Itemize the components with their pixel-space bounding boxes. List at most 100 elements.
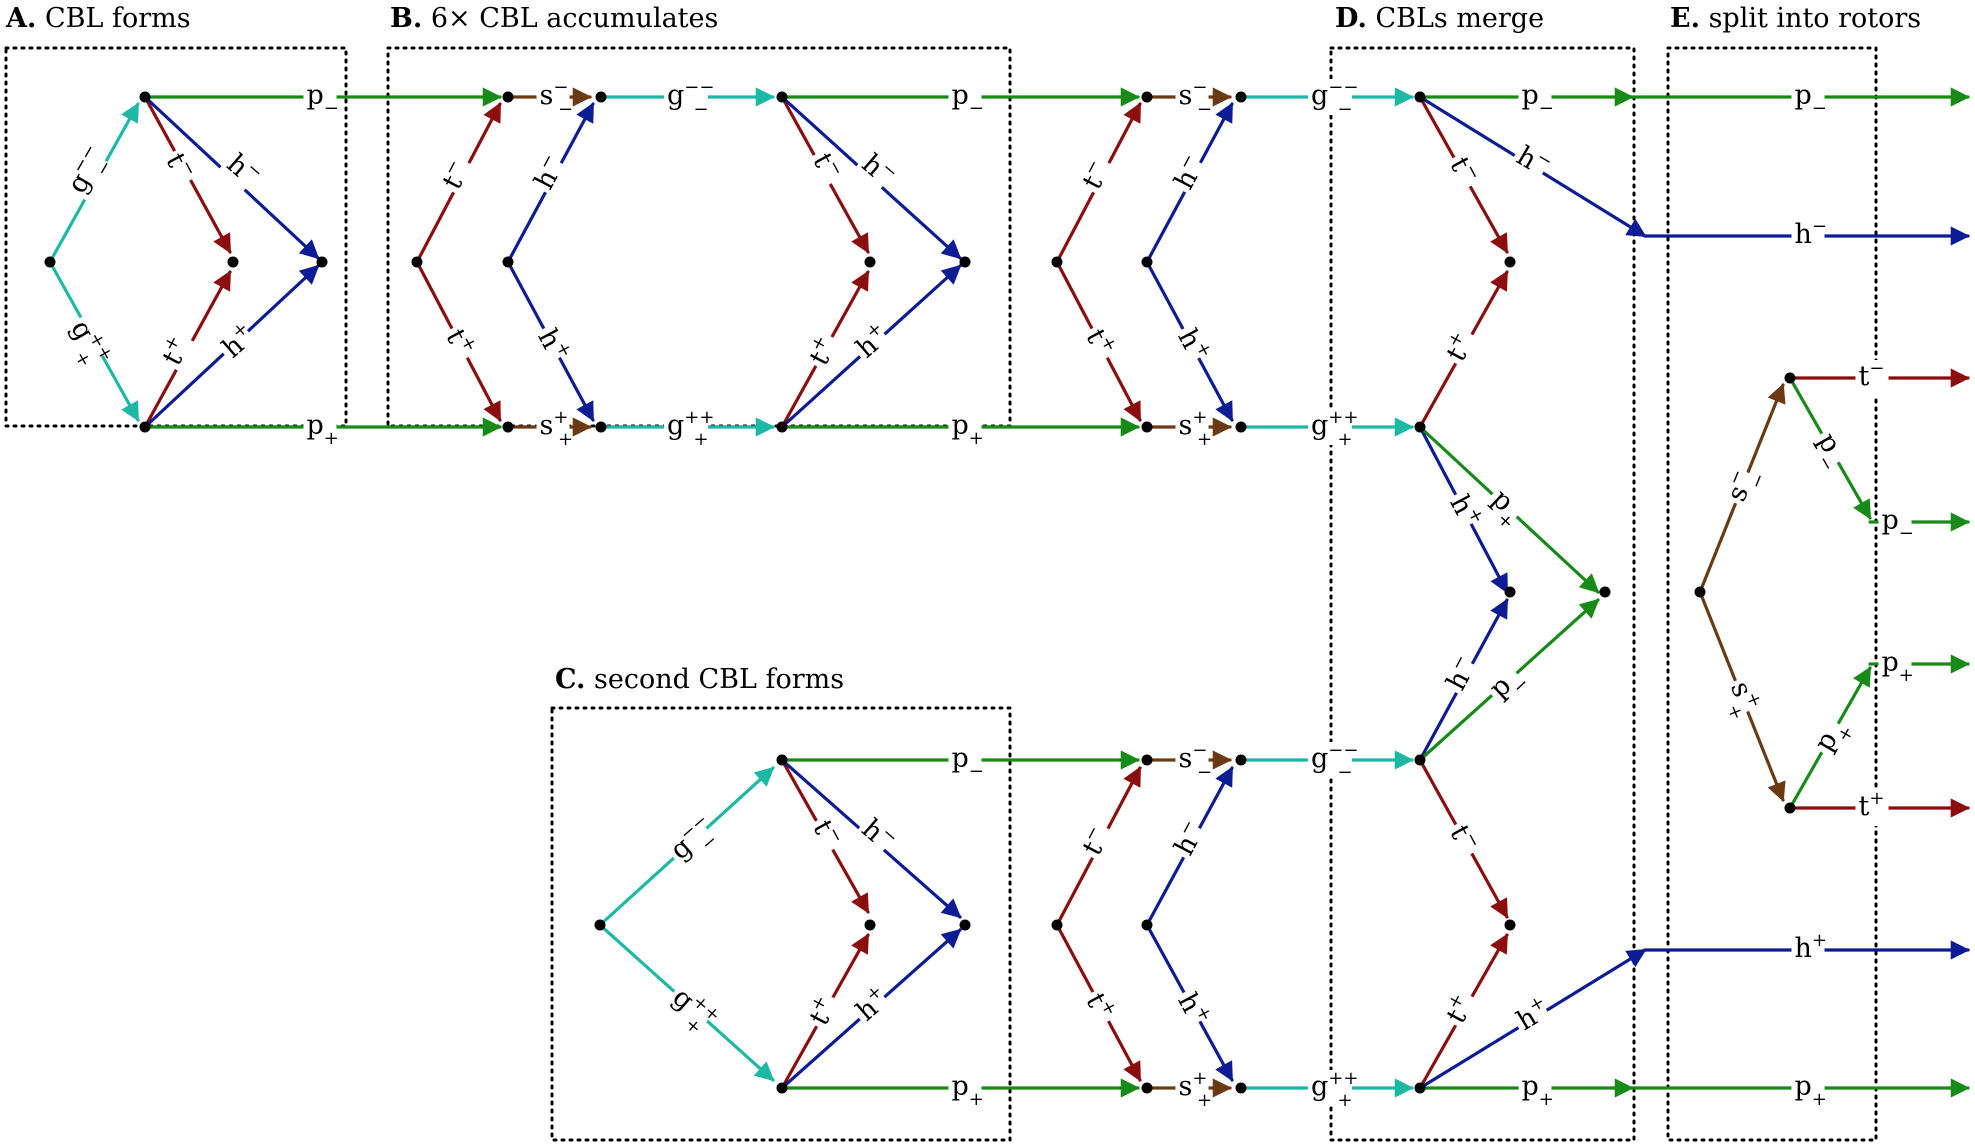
node — [776, 1082, 788, 1094]
label-e-t-plus: t+ — [1855, 788, 1889, 826]
label-c2-s-plus-text: s++ — [1179, 1068, 1213, 1111]
label-e-p-plus-out-text: p+ — [1882, 647, 1914, 686]
node — [1504, 256, 1516, 268]
label-d-t-plus: t+ — [1438, 324, 1486, 372]
node — [1141, 754, 1153, 766]
label-d-p-plus-2: p+ — [1518, 1070, 1554, 1110]
label-b-s-plus: s++ — [536, 407, 574, 450]
label-b2-t-plus: t+ — [801, 328, 849, 376]
node — [1694, 586, 1706, 598]
label-e-h-plus-text: h+ — [1795, 930, 1827, 964]
label-a-p-plus-text: p+ — [307, 410, 339, 449]
label-c-h-plus: h+ — [847, 980, 897, 1033]
node — [1784, 372, 1796, 384]
node — [1784, 802, 1796, 814]
node — [595, 421, 607, 433]
label-d-p-minus-text: p− — [1522, 80, 1554, 119]
label-d-h-plus: h+ — [1438, 486, 1489, 534]
panel-e-box — [1666, 46, 1878, 1142]
label-b-h-plus-text: h+ — [531, 323, 576, 368]
label-b-g-plus: g+++ — [664, 407, 714, 450]
panel-d-title: D. CBLs merge — [1335, 3, 1544, 34]
label-a-p-plus: p+ — [303, 409, 339, 449]
label-c2-h-plus-text: h+ — [1171, 987, 1216, 1032]
node — [1141, 1082, 1153, 1094]
label-a-h-minus: h− — [215, 145, 267, 195]
label-b-h-minus: h− — [526, 150, 574, 200]
label-m-s-plus-text: s++ — [1179, 407, 1213, 450]
label-d-t-minus-2: t− — [1438, 816, 1486, 864]
node — [1235, 421, 1247, 433]
label-a-p-minus: p− — [303, 79, 339, 119]
label-d-h-minus: h− — [1506, 138, 1556, 186]
label-e-p-plus: p+ — [1791, 1070, 1827, 1110]
panel-e-title: E. split into rotors — [1670, 3, 1921, 34]
node — [1414, 754, 1426, 766]
label-d-p-plus-2-text: p+ — [1522, 1071, 1554, 1110]
label-c2-s-minus: s−− — [1175, 740, 1213, 783]
label-m-h-plus: h+ — [1166, 320, 1217, 368]
node — [1141, 421, 1153, 433]
label-m-g-minus-text: g−−− — [1311, 77, 1358, 120]
label-b-g-plus-text: g+++ — [667, 407, 714, 450]
node — [1235, 91, 1247, 103]
node — [1235, 754, 1247, 766]
node — [139, 421, 151, 433]
label-c2-g-minus-text: g−−− — [1311, 740, 1358, 783]
label-c2-h-plus: h+ — [1166, 984, 1217, 1032]
label-d-h-plus-2: h+ — [1508, 991, 1556, 1042]
node — [411, 256, 423, 268]
label-c-t-minus: t− — [801, 811, 849, 859]
node — [502, 256, 514, 268]
label-e-s-minus-text: s−− — [1718, 462, 1770, 509]
label-e-p-minus-out-text: p− — [1882, 505, 1914, 544]
label-c-t-plus: t+ — [801, 988, 849, 1036]
label-e-s-minus: s−− — [1718, 462, 1771, 511]
label-e-s-plus: s++ — [1719, 673, 1766, 723]
nodes — [44, 91, 1796, 1094]
panel-a-title: A. CBL forms — [5, 3, 191, 34]
label-m-g-minus: g−−− — [1308, 77, 1358, 120]
label-b-s-plus-text: s++ — [540, 407, 574, 450]
node — [1414, 91, 1426, 103]
label-b2-t-minus: t− — [801, 144, 849, 192]
node — [595, 91, 607, 103]
label-b-g-minus: g−−− — [664, 77, 714, 120]
label-c2-h-minus: h− — [1166, 816, 1214, 866]
node — [776, 91, 788, 103]
label-e-t-plus-text: t+ — [1859, 788, 1885, 822]
node — [1504, 919, 1516, 931]
label-b-p-minus: p− — [948, 79, 984, 119]
label-e-p-plus-rotor-text: p+ — [1809, 713, 1859, 761]
node — [1235, 1082, 1247, 1094]
label-e-t-minus-text: t− — [1859, 358, 1885, 392]
node — [594, 919, 606, 931]
label-m-g-plus-text: g+++ — [1311, 407, 1358, 450]
label-d-p-minus: p− — [1518, 79, 1554, 119]
label-b-p-plus-text: p+ — [952, 410, 984, 449]
node — [1141, 919, 1153, 931]
label-m-t-plus: t+ — [1074, 320, 1122, 368]
label-d-h-minus-2: h− — [1438, 651, 1486, 701]
node — [864, 256, 876, 268]
label-e-t-minus: t− — [1855, 358, 1889, 396]
node — [502, 421, 514, 433]
node — [776, 421, 788, 433]
label-b-g-minus-text: g−−− — [667, 77, 714, 120]
label-m-s-minus: s−− — [1175, 77, 1212, 120]
node — [1414, 1082, 1426, 1094]
label-b-s-minus-text: s−− — [540, 77, 574, 120]
label-c2-t-minus: t− — [1074, 818, 1122, 866]
label-d-h-minus-text: h− — [1511, 138, 1556, 184]
node — [864, 919, 876, 931]
label-c2-s-minus-text: s−− — [1179, 740, 1213, 783]
label-b2-h-minus: h− — [850, 145, 902, 195]
label-m-h-plus-text: h+ — [1171, 323, 1216, 368]
label-c2-s-plus: s++ — [1175, 1068, 1213, 1111]
label-a-t-plus: t+ — [154, 328, 202, 376]
node — [1051, 256, 1063, 268]
node — [502, 91, 514, 103]
label-e-h-minus: h− — [1791, 216, 1827, 254]
label-e-p-plus-out: p+ — [1878, 646, 1914, 686]
node — [1414, 421, 1426, 433]
